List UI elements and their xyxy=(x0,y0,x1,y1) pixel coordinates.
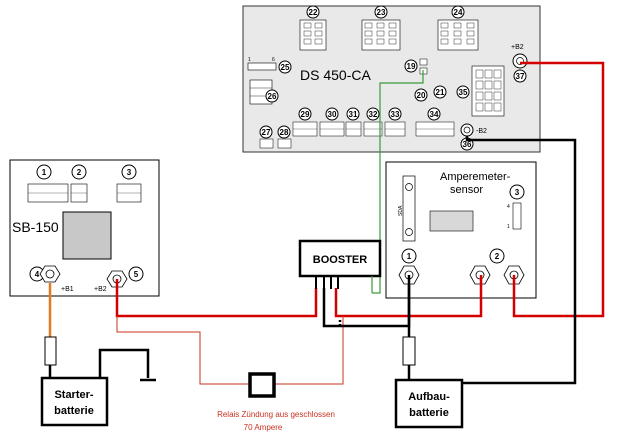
ds450-panel: DS 450-CA 22 23 24 xyxy=(242,5,541,153)
sb150-connector-4: 4 xyxy=(35,270,40,279)
sensor-title-line2: sensor xyxy=(450,184,483,196)
connector-26-label: 26 xyxy=(268,92,277,101)
terminal-minus-b2-label: -B2 xyxy=(476,128,487,135)
connector-25-pin-top: 1 xyxy=(248,57,251,63)
connector-30: 30 xyxy=(319,107,345,137)
sensor-pin-4: 4 xyxy=(507,204,510,210)
connector-35-label: 35 xyxy=(459,88,468,97)
connector-25: 1 6 25 xyxy=(247,57,292,74)
connector-25-pin-end: 6 xyxy=(272,57,275,63)
aux-battery-line2: batterie xyxy=(409,407,449,419)
connector-27: 27 xyxy=(259,125,274,149)
connector-34-label: 34 xyxy=(430,110,439,119)
connector-26: 26 xyxy=(249,79,279,105)
connector-21-label: 21 xyxy=(436,88,445,97)
starter-battery: Starter- batterie xyxy=(40,376,109,427)
sensor-connector-2: 2 xyxy=(495,252,500,261)
relay-label-line1: Relais Zündung aus geschlossen xyxy=(217,410,335,419)
connector-29-label: 29 xyxy=(301,110,310,119)
connector-28-label: 28 xyxy=(280,128,289,137)
sensor-connector-3: 3 xyxy=(515,188,520,197)
connector-24-label: 24 xyxy=(454,8,463,17)
connector-30-label: 30 xyxy=(328,110,337,119)
booster: BOOSTER xyxy=(298,239,382,293)
ampere-sensor-panel: Amperemeter- sensor SDA 3 4 1 1 2 xyxy=(385,161,537,299)
connector-20-label: 20 xyxy=(417,91,426,100)
connector-32-label: 32 xyxy=(369,110,378,119)
terminal-plus-b2: +B2 37 xyxy=(511,44,528,83)
connector-23: 23 xyxy=(361,5,401,51)
sb150-b1-label: +B1 xyxy=(61,286,74,293)
connector-32: 32 xyxy=(363,107,383,137)
sensor-connector-1: 1 xyxy=(407,252,412,261)
starter-battery-line2: batterie xyxy=(54,405,94,417)
sb150-panel: SB-150 1 2 3 4 +B1 5 +B2 xyxy=(9,159,160,297)
connector-37-label: 37 xyxy=(516,72,525,81)
connector-21: 21 xyxy=(433,85,447,99)
booster-label: BOOSTER xyxy=(313,254,367,266)
connector-23-label: 23 xyxy=(377,8,386,17)
sensor-title-line1: Amperemeter- xyxy=(440,171,511,183)
sensor-pin-1: 1 xyxy=(507,224,510,230)
terminal-plus-b2-label: +B2 xyxy=(511,44,524,51)
aux-battery: Aufbau- batterie xyxy=(394,378,464,429)
connector-22-label: 22 xyxy=(309,8,318,17)
connector-29: 29 xyxy=(292,107,318,137)
fuse-starter xyxy=(44,336,57,366)
connector-25-label: 25 xyxy=(281,63,290,72)
connector-33: 33 xyxy=(384,107,406,137)
connector-22: 22 xyxy=(299,5,327,51)
sb150-connector-2: 2 xyxy=(77,168,82,177)
connector-36-label: 36 xyxy=(463,140,472,149)
ds450-title: DS 450-CA xyxy=(300,67,371,83)
starter-battery-line1: Starter- xyxy=(54,389,93,401)
connector-33-label: 33 xyxy=(391,110,400,119)
connector-31-label: 31 xyxy=(349,110,358,119)
sb150-title: SB-150 xyxy=(12,219,59,235)
relay-label-line2: 70 Ampere xyxy=(244,423,283,432)
connector-24: 24 xyxy=(437,5,479,51)
connector-27-label: 27 xyxy=(262,128,271,137)
sensor-sda-label: SDA xyxy=(398,205,404,216)
fuse-aux xyxy=(402,336,416,366)
connector-19-label: 19 xyxy=(407,62,416,71)
connector-35: 35 xyxy=(456,65,505,117)
sb150-b2-label: +B2 xyxy=(94,286,107,293)
relay: Relais Zündung aus geschlossen 70 Ampere xyxy=(217,372,335,432)
sb150-connector-3: 3 xyxy=(127,168,132,177)
connector-28: 28 xyxy=(277,125,292,149)
connector-31: 31 xyxy=(345,107,362,137)
aux-battery-line1: Aufbau- xyxy=(408,391,450,403)
connector-34: 34 xyxy=(415,107,455,137)
sb150-connector-1: 1 xyxy=(42,168,47,177)
connector-20: 20 xyxy=(414,88,428,102)
sb150-connector-5: 5 xyxy=(134,270,139,279)
